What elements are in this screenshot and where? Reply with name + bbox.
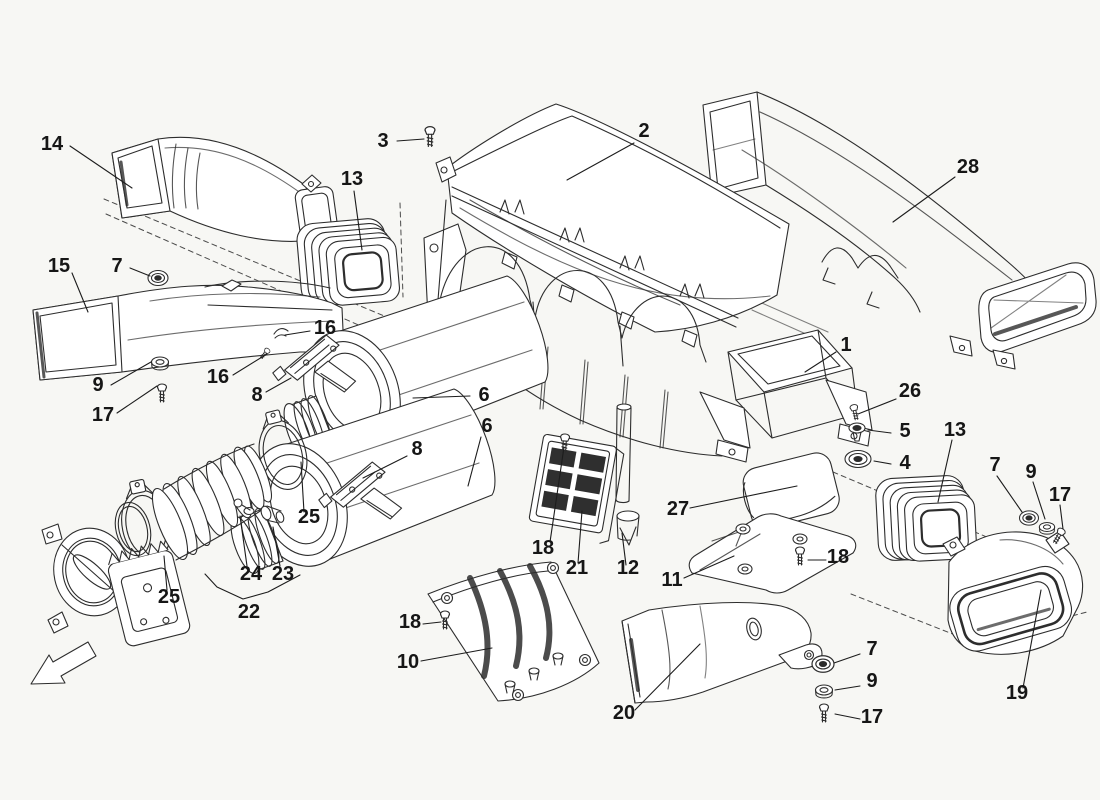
part-10-heat-shield-drawing — [427, 561, 600, 702]
callout-18-center[interactable]: 18 — [532, 537, 554, 559]
nut-9-bottom — [814, 684, 834, 699]
screw-17-left — [156, 383, 168, 403]
callout-18-right[interactable]: 18 — [827, 546, 849, 568]
fastener-3-screw-drawing — [424, 125, 436, 148]
callout-7-bottom[interactable]: 7 — [866, 638, 877, 660]
callout-21[interactable]: 21 — [566, 557, 588, 579]
part-20-lower-duct-drawing — [621, 601, 823, 704]
callout-2[interactable]: 2 — [638, 120, 649, 142]
nut-9-right — [1038, 522, 1056, 535]
callout-6-upper[interactable]: 6 — [478, 384, 489, 406]
part-12-drain-tube-drawing — [615, 403, 640, 546]
bracket-22 — [204, 573, 301, 600]
callout-9-left[interactable]: 9 — [92, 374, 103, 396]
callout-12[interactable]: 12 — [617, 557, 639, 579]
part-13-left-bellows-drawing — [294, 215, 402, 310]
callout-8-lower[interactable]: 8 — [411, 438, 422, 460]
callout-13-right[interactable]: 13 — [944, 419, 966, 441]
callout-4[interactable]: 4 — [899, 452, 911, 474]
callouts: 14 3 2 28 13 15 7 16 16 8 9 17 6 6 8 1 2… — [41, 120, 1071, 728]
callout-5[interactable]: 5 — [899, 420, 910, 442]
callout-7-right[interactable]: 7 — [989, 454, 1000, 476]
callout-8-upper[interactable]: 8 — [251, 384, 262, 406]
callout-17-left[interactable]: 17 — [92, 404, 114, 426]
part-2-airbox-cover-drawing — [435, 103, 790, 348]
callout-7-topleft[interactable]: 7 — [111, 255, 122, 277]
callout-3[interactable]: 3 — [377, 130, 388, 152]
callout-18-left[interactable]: 18 — [399, 611, 421, 633]
callout-27[interactable]: 27 — [667, 498, 689, 520]
callout-17-bottom[interactable]: 17 — [861, 706, 883, 728]
grommet-7-left — [147, 269, 169, 287]
throttle-body-drawing — [41, 501, 191, 647]
part-11-mounting-plate-drawing — [688, 513, 857, 594]
part-15-intake-duct-drawing — [32, 279, 345, 381]
callout-9-right[interactable]: 9 — [1025, 461, 1036, 483]
callout-28[interactable]: 28 — [957, 156, 979, 178]
part-14-intake-duct-drawing — [111, 136, 340, 256]
callout-23[interactable]: 23 — [272, 563, 294, 585]
callout-13-left[interactable]: 13 — [341, 168, 363, 190]
part-22-corrugated-hose-drawing — [151, 443, 273, 561]
callout-19[interactable]: 19 — [1006, 682, 1028, 704]
callout-14[interactable]: 14 — [41, 133, 64, 155]
clamp-screw-24-drawing — [233, 498, 255, 516]
screw-17-bottom — [818, 703, 830, 723]
grommet-7-bottom — [811, 655, 835, 673]
grommet-5 — [848, 422, 866, 442]
leader-lines — [69, 138, 1064, 720]
grommet-4 — [844, 449, 872, 469]
plug-23-drawing — [260, 505, 285, 524]
callout-26[interactable]: 26 — [899, 380, 921, 402]
callout-10[interactable]: 10 — [397, 651, 419, 673]
callout-25-upper[interactable]: 25 — [298, 506, 320, 528]
arrow-lower-left-icon — [30, 641, 97, 685]
callout-17-right[interactable]: 17 — [1049, 484, 1071, 506]
part-28-outlet-duct-drawing — [702, 91, 1097, 370]
callout-9-bottom[interactable]: 9 — [866, 670, 877, 692]
callout-11[interactable]: 11 — [661, 569, 682, 591]
callout-1[interactable]: 1 — [840, 334, 851, 356]
callout-20[interactable]: 20 — [613, 702, 635, 724]
part-21-grid-drawing — [528, 433, 625, 544]
clip-16 — [273, 328, 289, 339]
part-19-outlet-duct-drawing — [942, 530, 1084, 655]
callout-22[interactable]: 22 — [238, 601, 260, 623]
callout-24[interactable]: 24 — [240, 563, 263, 585]
callout-25-lower[interactable]: 25 — [158, 586, 180, 608]
callout-16-upper[interactable]: 16 — [314, 317, 336, 339]
callout-16-lower[interactable]: 16 — [207, 366, 229, 388]
callout-15[interactable]: 15 — [48, 255, 70, 277]
callout-6-lower[interactable]: 6 — [481, 415, 492, 437]
grommet-7-right — [1018, 510, 1040, 526]
